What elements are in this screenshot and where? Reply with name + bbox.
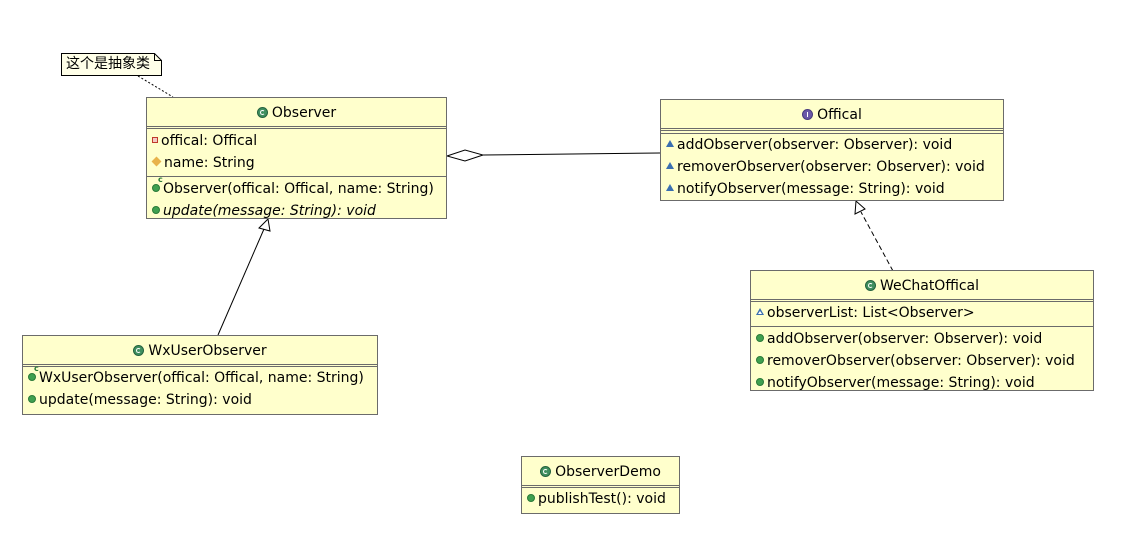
aggregation-diamond-icon xyxy=(445,149,485,162)
public-method-icon xyxy=(28,395,36,403)
private-field-icon xyxy=(152,137,158,143)
note-anchor-line xyxy=(137,75,174,98)
package-method-icon xyxy=(666,140,674,147)
public-method-icon xyxy=(152,206,160,214)
public-method-icon xyxy=(756,356,764,364)
public-method-icon xyxy=(756,334,764,342)
attribute-row[interactable]: observerList: List<Observer> xyxy=(751,302,1093,324)
operation-row[interactable]: notifyObserver(message: String): void xyxy=(751,372,1093,394)
class-header: ObserverDemo xyxy=(522,457,679,488)
class-name: WeChatOffical xyxy=(879,278,980,294)
aggregation-line[interactable] xyxy=(482,152,661,156)
operation-row[interactable]: WxUserObserver(offical: Offical, name: S… xyxy=(23,365,377,389)
class-name: Offical xyxy=(817,107,862,123)
constructor-icon xyxy=(28,365,39,381)
protected-field-icon xyxy=(151,156,162,167)
attribute-row[interactable]: offical: Offical xyxy=(147,130,446,152)
class-observer-demo[interactable]: ObserverDemo publishTest(): void xyxy=(521,456,680,514)
operations-compartment: WxUserObserver(offical: Offical, name: S… xyxy=(23,365,377,413)
generalization-arrowhead-icon xyxy=(258,217,271,232)
note-shape xyxy=(61,53,162,76)
operation-row[interactable]: addObserver(observer: Observer): void xyxy=(661,134,1003,156)
operations-compartment: addObserver(observer: Observer): void re… xyxy=(661,133,1003,202)
public-method-icon xyxy=(756,378,764,386)
note-abstract-class[interactable]: 这个是抽象类 xyxy=(61,53,162,76)
operations-compartment: Observer(offical: Offical, name: String)… xyxy=(147,176,446,224)
class-icon xyxy=(540,466,552,477)
attributes-compartment: offical: Offical name: String xyxy=(147,129,446,177)
constructor-icon xyxy=(152,176,163,192)
realization-arrowhead-icon xyxy=(854,199,866,215)
interface-offical[interactable]: Offical addObserver(observer: Observer):… xyxy=(660,99,1004,201)
class-observer[interactable]: Observer offical: Offical name: String O… xyxy=(146,97,447,219)
operation-row[interactable]: removerObserver(observer: Observer): voi… xyxy=(661,156,1003,178)
package-method-icon xyxy=(666,184,674,191)
realization-line[interactable] xyxy=(860,211,894,272)
class-name: Observer xyxy=(271,105,337,121)
operation-row[interactable]: notifyObserver(message: String): void xyxy=(661,178,1003,200)
public-method-icon xyxy=(527,494,535,502)
class-name: WxUserObserver xyxy=(148,343,267,359)
interface-icon xyxy=(802,109,814,120)
class-header: Offical xyxy=(661,100,1003,131)
operations-compartment: publishTest(): void xyxy=(522,488,679,512)
operation-row[interactable]: Observer(offical: Offical, name: String) xyxy=(147,176,446,200)
class-icon xyxy=(256,107,268,118)
operations-compartment: addObserver(observer: Observer): void re… xyxy=(751,327,1093,396)
generalization-line[interactable] xyxy=(217,228,265,336)
operation-row[interactable]: removerObserver(observer: Observer): voi… xyxy=(751,350,1093,372)
operation-row[interactable]: update(message: String): void xyxy=(23,389,377,411)
operation-row[interactable]: publishTest(): void xyxy=(522,488,679,510)
operation-row[interactable]: update(message: String): void xyxy=(147,200,446,222)
attributes-compartment: observerList: List<Observer> xyxy=(751,302,1093,327)
class-wx-user-observer[interactable]: WxUserObserver WxUserObserver(offical: O… xyxy=(22,335,378,415)
class-wechat-offical[interactable]: WeChatOffical observerList: List<Observe… xyxy=(750,270,1094,391)
class-icon xyxy=(133,345,145,356)
note-text: 这个是抽象类 xyxy=(66,56,150,72)
class-name: ObserverDemo xyxy=(555,464,661,480)
class-header: WxUserObserver xyxy=(23,336,377,367)
class-header: Observer xyxy=(147,98,446,129)
class-icon xyxy=(864,280,876,291)
operation-row[interactable]: addObserver(observer: Observer): void xyxy=(751,328,1093,350)
package-method-icon xyxy=(666,162,674,169)
package-field-icon xyxy=(756,308,764,315)
class-header: WeChatOffical xyxy=(751,271,1093,302)
attribute-row[interactable]: name: String xyxy=(147,152,446,174)
